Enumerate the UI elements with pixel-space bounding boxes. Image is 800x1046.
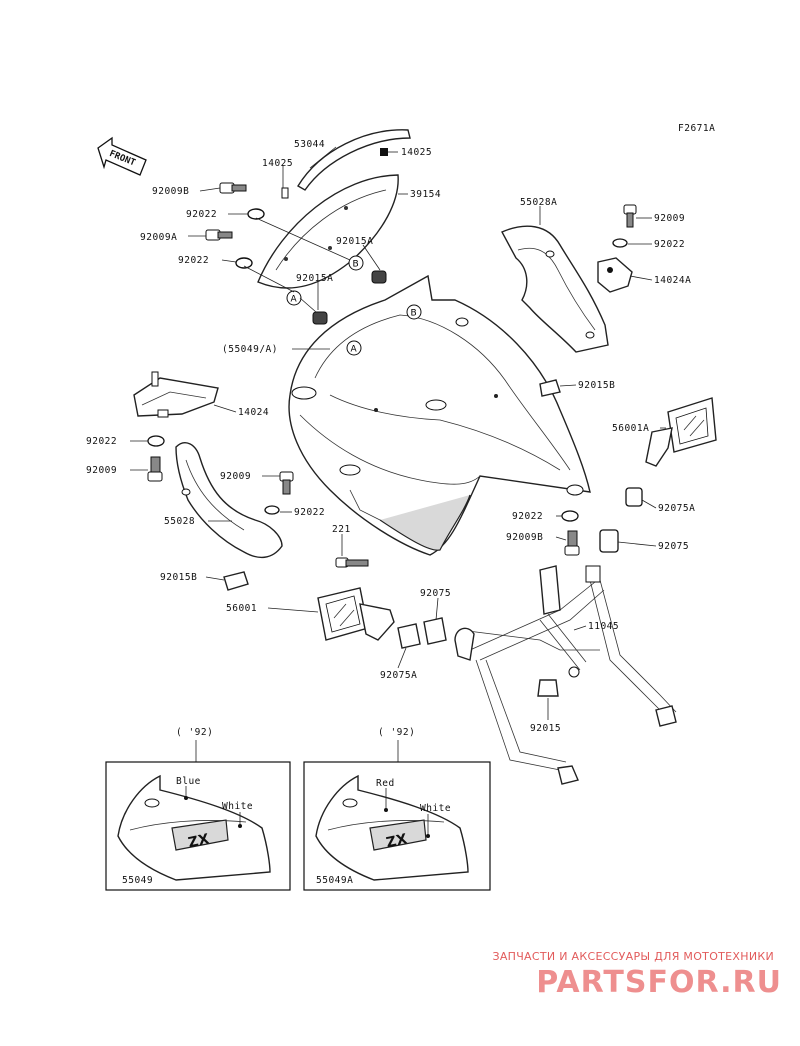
part-label: 92075: [420, 588, 451, 599]
part-label: 92009: [220, 471, 251, 482]
part-label: 14025: [401, 147, 432, 158]
part-label: 55028A: [520, 197, 557, 208]
inset-color: White: [222, 801, 253, 812]
part-label: 55028: [164, 516, 195, 527]
bracket-right-part: [597, 257, 633, 293]
part-label: 92075A: [658, 503, 695, 514]
callout-a: A: [286, 290, 302, 306]
part-label: 14024A: [654, 275, 691, 286]
inset-box-1: ( '92) ZX Blue White 55049: [105, 727, 291, 891]
callout-b: B: [348, 255, 364, 271]
watermark-tagline: ЗАПЧАСТИ И АКСЕССУАРЫ ДЛЯ МОТОТЕХНИКИ: [492, 950, 774, 963]
screw-part: [205, 229, 233, 241]
figure-code: F2671A: [678, 123, 715, 134]
screw-part: [219, 182, 247, 194]
screw-part: [623, 204, 637, 228]
part-label: 92009B: [506, 532, 543, 543]
part-label: 92009: [86, 465, 117, 476]
screw-part: [147, 456, 163, 482]
bracket-left-part: [133, 371, 219, 418]
part-label: 92015B: [578, 380, 615, 391]
washer-part: [235, 257, 253, 269]
part-label: 92075: [658, 541, 689, 552]
inset-year: ( '92): [378, 727, 415, 738]
part-label: 56001: [226, 603, 257, 614]
part-label: 92015: [530, 723, 561, 734]
washer-part: [612, 238, 628, 248]
part-labels: 53044 14025 14025 92009B 39154 92022 920…: [86, 139, 695, 734]
part-label: 92075A: [380, 670, 417, 681]
nut-part: [537, 679, 559, 697]
screw-part: [335, 557, 369, 568]
pin-part: [380, 148, 388, 156]
windshield-part: [257, 174, 399, 289]
screw-part: [279, 471, 294, 495]
inset-color: White: [420, 803, 451, 814]
part-label: 92009B: [152, 186, 189, 197]
trim-strip-part: [297, 129, 411, 191]
mirror-left-part: [317, 587, 395, 641]
spacer-part: [397, 623, 421, 649]
part-label: 11045: [588, 621, 619, 632]
part-label: 14024: [238, 407, 269, 418]
spacer-part: [423, 617, 447, 645]
inset-box-2: ( '92) ZX Red White 55049A: [303, 727, 491, 891]
part-label: 92022: [178, 255, 209, 266]
part-label: 92009: [654, 213, 685, 224]
part-label: (55049/A): [222, 344, 278, 355]
washer-part: [247, 208, 265, 220]
part-label: 56001A: [612, 423, 649, 434]
part-label: 92022: [512, 511, 543, 522]
inset-year: ( '92): [176, 727, 213, 738]
watermark-logo[interactable]: PARTSFOR.RU: [536, 965, 782, 1000]
svg-text:B: B: [353, 260, 359, 270]
inset-color: Blue: [176, 776, 201, 787]
part-label: 92022: [294, 507, 325, 518]
svg-text:B: B: [411, 309, 417, 319]
pin-part: [281, 187, 289, 199]
part-label: 14025: [262, 158, 293, 169]
inset-decal: ZX: [385, 831, 409, 851]
washer-part: [147, 435, 165, 447]
spacer-part: [625, 487, 643, 507]
washer-part: [264, 505, 280, 515]
part-label: 92015B: [160, 572, 197, 583]
clip-part: [223, 571, 249, 591]
part-label: 92022: [86, 436, 117, 447]
part-label: 53044: [294, 139, 325, 150]
part-label: 92022: [186, 209, 217, 220]
upper-cowl-part: [288, 274, 591, 556]
mirror-right-part: [645, 397, 717, 467]
grommet-part: [312, 311, 328, 325]
inner-panel-left-part: [175, 442, 283, 559]
front-arrow-icon: FRONT: [97, 136, 147, 176]
grommet-part: [371, 270, 387, 284]
callout-b: B: [406, 304, 422, 320]
svg-text:A: A: [291, 295, 298, 305]
svg-text:A: A: [351, 345, 358, 355]
part-label: 92015A: [296, 273, 333, 284]
callout-a: A: [346, 340, 362, 356]
part-label: 221: [332, 524, 351, 535]
part-label: 92009A: [140, 232, 177, 243]
inset-decal: ZX: [187, 831, 211, 851]
screw-part: [564, 530, 580, 556]
part-label: 39154: [410, 189, 441, 200]
inset-part: 55049A: [316, 875, 353, 886]
fairing-stay-part: [454, 565, 677, 785]
part-label: 92022: [654, 239, 685, 250]
inset-part: 55049: [122, 875, 153, 886]
clip-part: [539, 379, 561, 397]
inset-color: Red: [376, 778, 395, 789]
spacer-part: [599, 529, 619, 553]
inner-panel-right-part: [501, 225, 609, 353]
part-label: 92015A: [336, 236, 373, 247]
leader-lines: [130, 146, 666, 720]
washer-part: [561, 510, 579, 522]
